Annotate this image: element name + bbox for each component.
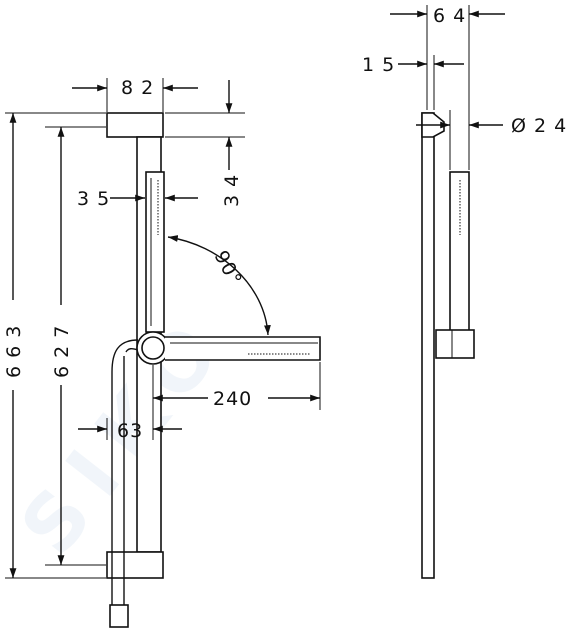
- dim-diameter: Ø 2 4: [511, 115, 567, 137]
- dim-angle: 90°: [210, 247, 247, 290]
- dim-total-height: 6 6 3: [3, 325, 25, 378]
- dim-bar-height: 6 2 7: [51, 325, 73, 378]
- top-cap: [106, 112, 164, 138]
- dim-handshower-width: 3 5: [77, 188, 110, 210]
- hose-connector: [109, 604, 129, 628]
- front-view: 8 2 3 4 3 5 90° 6 6 3 6 2 7 240: [3, 77, 321, 628]
- dim-side-depth: 6 4: [433, 5, 466, 27]
- dim-top-width: 8 2: [121, 77, 154, 99]
- side-view: 6 4 1 5 Ø 2 4: [362, 5, 567, 579]
- side-holder: [435, 329, 475, 359]
- side-rail: [421, 112, 435, 579]
- dim-cap-height: 3 4: [221, 174, 243, 207]
- dim-arm-length: 240: [213, 388, 252, 410]
- bottom-holder: [106, 551, 164, 579]
- dim-side-wall: 1 5: [362, 54, 395, 76]
- hand-shower: [145, 171, 165, 333]
- dim-elbow-offset: 63: [117, 420, 143, 442]
- hand-shower-rotated: [165, 336, 321, 361]
